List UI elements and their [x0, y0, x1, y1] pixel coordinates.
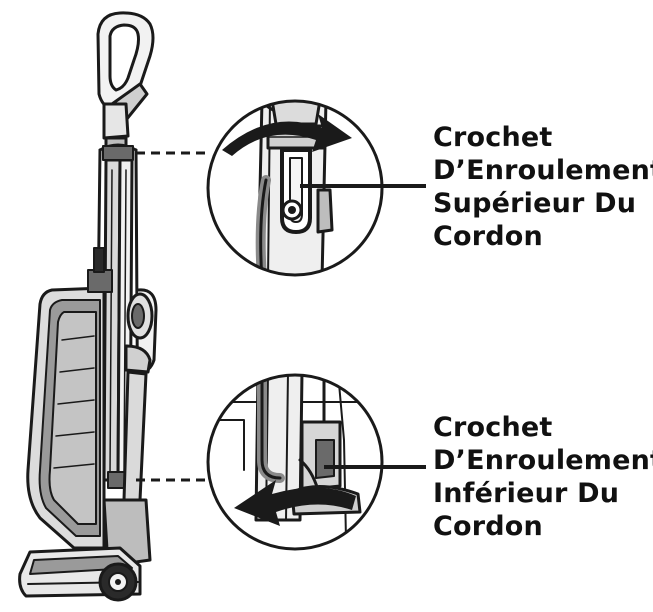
upper-hook-label-line1: Crochet: [433, 122, 553, 153]
upper-hook-label-line4: Cordon: [433, 221, 543, 252]
lower-detail-circle: [206, 373, 384, 551]
upper-hook-label: Crochet D’Enroulement Supérieur Du Cordo…: [433, 121, 653, 253]
upper-hook-label-line3: Supérieur Du: [433, 188, 637, 219]
rotate-arrow-upper: [222, 114, 352, 156]
lower-hook-label: Crochet D’Enroulement Inférieur Du Cordo…: [433, 411, 653, 543]
lower-hook-label-line1: Crochet: [433, 412, 553, 443]
lower-hook-label-line3: Inférieur Du: [433, 478, 620, 509]
upper-hook-label-line2: D’Enroulement: [433, 155, 653, 186]
rotate-arrow-lower: [234, 480, 356, 526]
lower-hook-label-line4: Cordon: [433, 511, 543, 542]
lower-hook-label-line2: D’Enroulement: [433, 445, 653, 476]
vacuum-cleaner: [18, 11, 158, 602]
upper-detail-circle: [206, 99, 384, 277]
